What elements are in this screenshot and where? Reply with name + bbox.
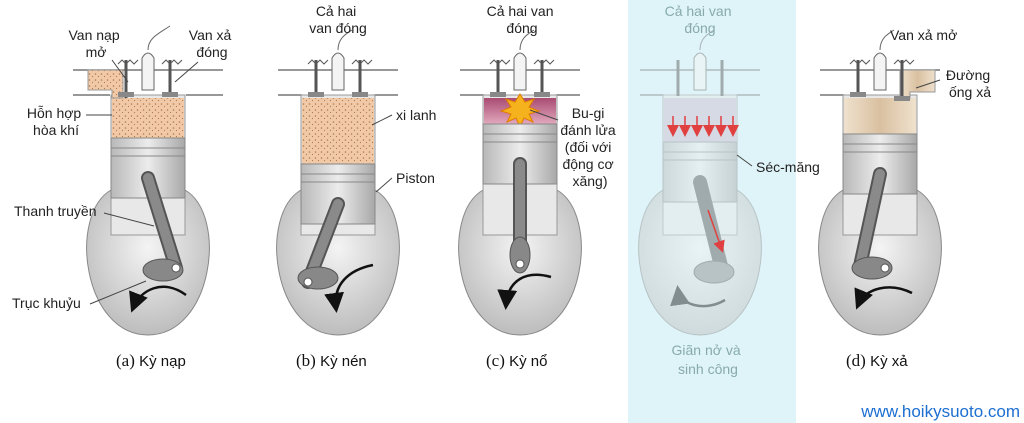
engine-a-intake-port <box>87 69 124 99</box>
engine-exhaust <box>818 29 942 336</box>
engine-a-crankshaft <box>142 258 184 282</box>
engine-d-exhaust-gas <box>844 98 916 134</box>
label-connecting-rod: Thanh truyền <box>14 203 97 219</box>
caption-compression-stroke: (b) Kỳ nén <box>296 351 367 370</box>
engine-c-spark <box>499 93 541 129</box>
engine-d-exhaust-pipe <box>899 69 936 99</box>
label-air-fuel-mixture: Hỗn hợp hòa khí <box>27 105 85 138</box>
label-exhaust-valve-open: Van xả mở <box>890 27 957 43</box>
engine-a-valves <box>117 25 183 98</box>
caption-intake-stroke: (a) Kỳ nạp <box>116 351 186 370</box>
power-stroke-arrows <box>667 116 739 253</box>
engine-combustion <box>458 29 582 336</box>
label-exhaust-valve-closed: Van xả đóng <box>189 27 235 60</box>
engine-intake <box>73 25 223 336</box>
engine-a-rotation-arrow <box>129 285 187 313</box>
label-cylinder: xi lanh <box>396 107 436 123</box>
label-c-both-valves-closed: Cả hai van đóng <box>487 3 558 36</box>
engine-compression <box>276 29 400 336</box>
watermark-url: www.hoikysuoto.com <box>860 402 1020 421</box>
label-piston-ring: Séc-măng <box>756 159 820 175</box>
leader-lines <box>86 59 941 305</box>
label-crankshaft: Trục khuỷu <box>12 295 81 311</box>
engine-a-mixture <box>112 98 184 138</box>
label-piston: Piston <box>396 170 435 186</box>
caption-exhaust-stroke: (d) Kỳ xả <box>846 351 908 370</box>
label-spark-plug: Bu-gi đánh lửa (đối với động cơ xăng) <box>560 105 619 189</box>
label-intake-valve-open: Van nạp mở <box>68 27 123 60</box>
caption-combustion-stroke: (c) Kỳ nổ <box>486 351 547 370</box>
label-e-both-valves-closed: Cả hai van đóng <box>665 3 736 36</box>
engine-b-compressed-mixture <box>302 98 374 164</box>
label-b-both-valves-closed: Cả hai van đóng <box>309 3 367 36</box>
label-exhaust-pipe: Đường ống xả <box>946 67 994 100</box>
label-power-stroke: Giãn nở và sinh công <box>672 342 745 377</box>
